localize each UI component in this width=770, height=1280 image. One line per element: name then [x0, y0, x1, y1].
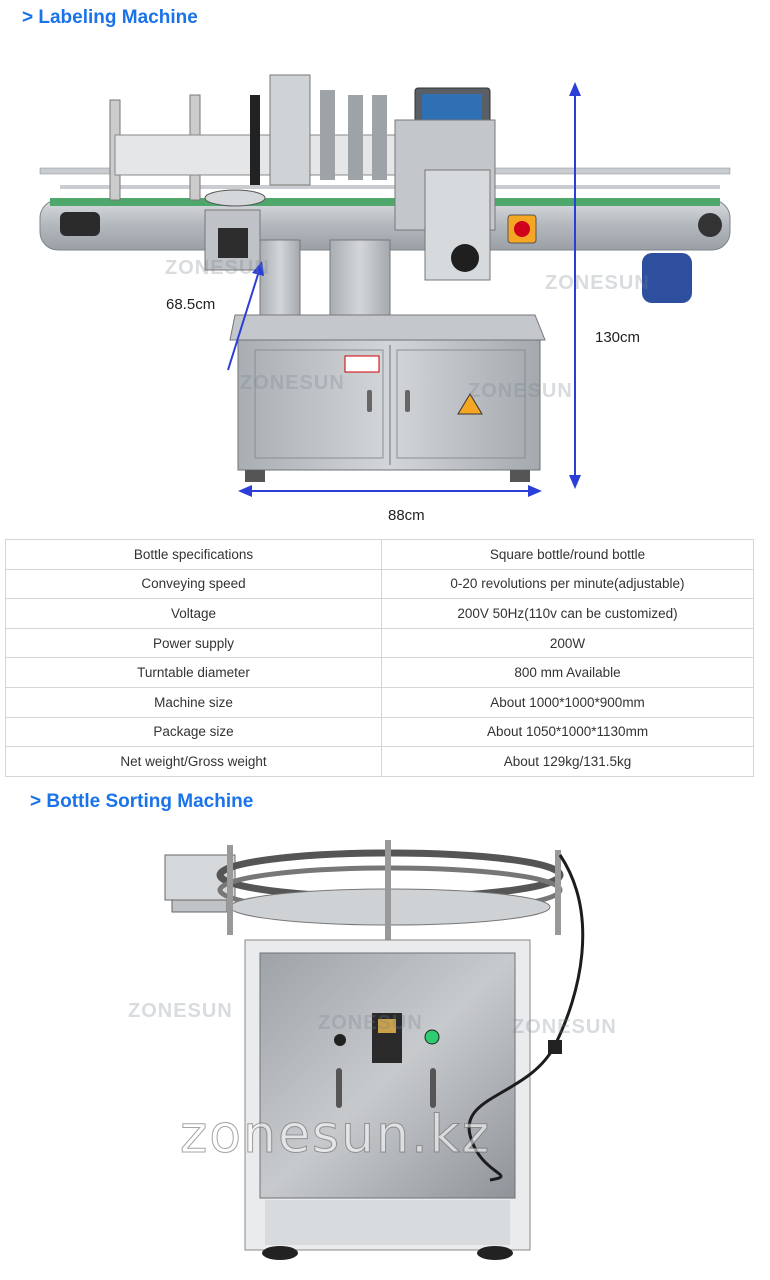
spec-value: 0-20 revolutions per minute(adjustable): [381, 568, 754, 600]
spec-value: About 1000*1000*900mm: [381, 686, 754, 718]
watermark-brand: ZONESUN: [512, 1016, 617, 1038]
spec-value: About 1050*1000*1130mm: [381, 716, 754, 748]
spec-value: 200V 50Hz(110v can be customized): [381, 598, 754, 629]
spec-label: Conveying speed: [5, 568, 382, 600]
spec-label: Machine size: [5, 686, 382, 718]
labeling-machine-photo: [39, 74, 731, 497]
watermark-site: zonesun.kz: [179, 1105, 492, 1166]
spec-label: Turntable diameter: [5, 657, 382, 688]
spec-value: Square bottle/round bottle: [381, 539, 754, 570]
spec-value: About 129kg/131.5kg: [381, 746, 754, 777]
watermark-brand: ZONESUN: [318, 1012, 423, 1034]
spec-label: Net weight/Gross weight: [5, 746, 382, 777]
dimension-width: 88cm: [388, 507, 425, 524]
watermark-brand: ZONESUN: [128, 1000, 233, 1022]
watermark-brand: ZONESUN: [240, 372, 345, 394]
spec-label: Bottle specifications: [5, 539, 382, 570]
section-title-labeling-machine: > Labeling Machine: [22, 7, 198, 28]
spec-label: Package size: [5, 716, 382, 748]
bottle-sorting-machine-photo: [164, 840, 585, 1260]
dimension-height: 130cm: [595, 329, 641, 346]
watermark-brand: ZONESUN: [468, 380, 573, 402]
watermark-brand: ZONESUN: [165, 257, 270, 279]
watermark-brand: ZONESUN: [545, 272, 650, 294]
spec-label: Voltage: [5, 598, 382, 629]
dimension-depth: 68.5cm: [166, 296, 216, 313]
spec-value: 200W: [381, 627, 754, 659]
spec-value: 800 mm Available: [381, 657, 754, 688]
section-title-bottle-sorting-machine: > Bottle Sorting Machine: [30, 791, 254, 812]
spec-label: Power supply: [5, 627, 382, 659]
